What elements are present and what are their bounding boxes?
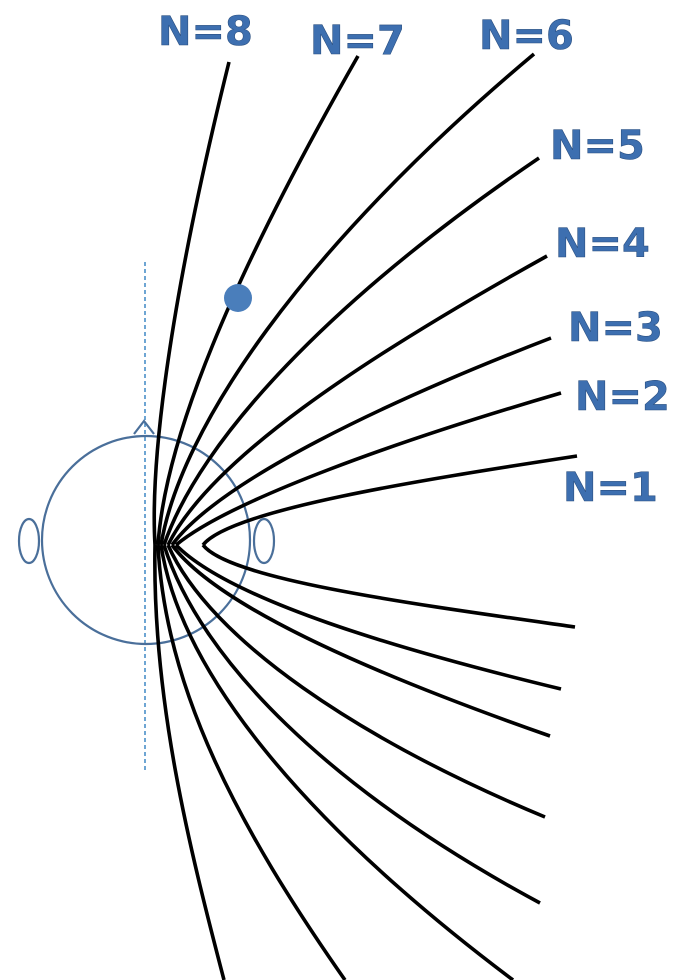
label-n5: N=5	[550, 123, 645, 169]
label-n7: N=7	[310, 18, 405, 64]
curve-n3-lower	[172, 545, 550, 736]
head-icon	[19, 421, 274, 644]
right-ear	[254, 519, 274, 563]
nose-triangle	[134, 421, 154, 434]
curve-labels: N=8 N=7 N=6 N=5 N=4 N=3 N=2 N=1	[158, 9, 670, 511]
label-n1: N=1	[563, 465, 658, 511]
curve-n1-lower	[203, 545, 575, 627]
curve-n5-upper	[164, 158, 539, 545]
upper-curves	[154, 54, 577, 545]
source-dot	[224, 284, 252, 312]
label-n3: N=3	[568, 305, 663, 351]
left-ear	[19, 519, 39, 563]
curve-n4-lower	[168, 545, 545, 817]
label-n2: N=2	[575, 374, 670, 420]
lower-curves	[155, 545, 575, 980]
label-n4: N=4	[555, 221, 650, 267]
curve-n8-upper	[154, 62, 229, 545]
head-outline-circle	[42, 436, 250, 644]
label-n8: N=8	[158, 9, 253, 55]
label-n6: N=6	[479, 13, 574, 59]
curve-n1-upper	[203, 456, 577, 545]
curve-n5-lower	[164, 545, 540, 903]
